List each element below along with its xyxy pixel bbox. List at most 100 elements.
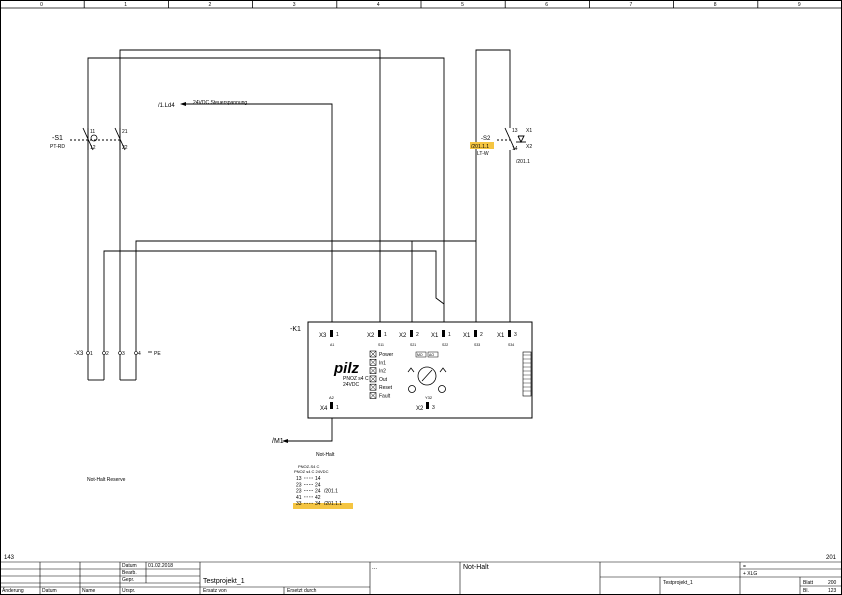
k1-terminal-sub: S34 <box>508 343 514 347</box>
column-number: 3 <box>293 2 296 8</box>
k1-terminal-sub: S11 <box>378 343 384 347</box>
led-label: Reset <box>379 385 393 391</box>
k1-terminal-x-label: X1 <box>431 333 439 339</box>
contact-left-number: 33 <box>296 501 302 507</box>
led-icon <box>369 350 377 358</box>
arrow-right-icon <box>282 439 288 443</box>
led-icon <box>369 392 377 399</box>
s2-tag: -S2 <box>481 136 491 142</box>
terminal-icon <box>442 330 445 337</box>
x3-terminal-number: 2 <box>106 351 109 357</box>
terminal-icon <box>118 351 122 355</box>
k1-model: PNOZ s4 C <box>343 376 369 382</box>
tb-ersatz-von: Ersatz von <box>203 588 227 594</box>
column-number: 9 <box>798 2 801 8</box>
tb-datum2-label: Datum <box>42 588 57 594</box>
supply-ref-text: 24VDC Steuerspannung <box>193 100 247 106</box>
pilz-logo: pilz <box>333 360 359 377</box>
tb-page-title: Not-Halt <box>463 564 489 571</box>
k1-terminal-pin: 2 <box>480 332 483 338</box>
led-cross <box>369 367 377 374</box>
k1-terminal-x-label: X2 <box>367 333 375 339</box>
contact-ref: /201.1.1 <box>324 501 342 507</box>
tb-name-label: Name <box>82 588 96 594</box>
k1-y32-sub: Y32 <box>425 395 433 400</box>
contacts-header-2: PNOZ s4 C 24VDC <box>294 469 329 474</box>
contact-right-number: 24 <box>315 489 321 495</box>
tb-dots: ... <box>372 565 377 571</box>
contacts-header-1: PNOZ-S4 C <box>298 464 319 469</box>
lamp-ref: /201.1 <box>516 159 530 165</box>
tb-gepr-label: Gepr. <box>122 577 134 583</box>
column-number: 4 <box>377 2 380 8</box>
x3-terminal-number: 4 <box>138 351 141 357</box>
contact-right-number: 14 <box>315 476 321 482</box>
column-number: 1 <box>124 2 127 8</box>
s1-terminal-11: 11 <box>90 129 95 135</box>
k1-terminal-x-label: X3 <box>319 333 327 339</box>
s1-terminal-12: 12 <box>90 145 96 151</box>
contact-left-number: 13 <box>296 476 302 482</box>
tb-aenderung-label: Änderung <box>2 587 24 594</box>
s1-subtitle: PT-RD <box>50 144 65 150</box>
emergency-stop-icon <box>90 134 98 142</box>
dial-label-mo: MO <box>417 353 423 357</box>
led-label: In2 <box>379 369 386 375</box>
terminal-icon <box>330 330 333 337</box>
tb-bl-value: 123 <box>828 588 837 594</box>
k1-terminal-pin: 1 <box>336 332 339 338</box>
k1-connector-strip <box>522 351 532 397</box>
column-number: 5 <box>461 2 464 8</box>
k1-x4-pin: 1 <box>336 405 339 411</box>
k1-terminal-pin: 3 <box>514 332 517 338</box>
k1-voltage: 24VDC <box>343 382 360 388</box>
k1-tag: -K1 <box>290 326 301 333</box>
k1-x4-label: X4 <box>320 406 328 412</box>
s2-subtitle: LT-W <box>477 151 489 157</box>
k1-bottom-x2-label: X2 <box>416 406 424 412</box>
column-number: 7 <box>630 2 633 8</box>
contact-left-number: 23 <box>296 482 302 488</box>
tb-project2: Testprojekt_1 <box>663 580 693 586</box>
arrow-right-icon <box>180 102 186 106</box>
tb-blatt-value: 200 <box>828 580 837 586</box>
tb-bl-label: Bl. <box>803 588 809 594</box>
terminal-icon <box>426 402 429 409</box>
m1-ref: /M1 <box>272 438 284 445</box>
led-cross <box>369 359 377 366</box>
column-number: 6 <box>545 2 548 8</box>
led-label: Fault <box>379 394 391 400</box>
k1-terminal-sub: A1 <box>330 343 334 347</box>
contact-right-number: 24 <box>315 482 321 488</box>
tb-bearb-label: Bearb. <box>122 570 137 576</box>
wiring <box>70 49 526 442</box>
tb-urspr-label: Urspr. <box>122 588 135 594</box>
tb-blatt-label: Blatt <box>803 580 814 586</box>
k1-terminal-pin: 1 <box>384 332 387 338</box>
k1-terminal-pin: 1 <box>448 332 451 338</box>
led-cross <box>369 384 377 391</box>
tb-datum-value: 01.02.2018 <box>148 563 173 569</box>
x3-pe: PE <box>154 351 161 357</box>
contact-highlight <box>293 503 353 509</box>
terminal-icon <box>474 330 477 337</box>
nothalt-caption: Not-Halt <box>316 452 335 458</box>
led-cross <box>369 350 377 358</box>
led-icon <box>369 358 377 366</box>
column-number: 0 <box>40 2 43 8</box>
title-block-grid <box>0 561 842 595</box>
reserve-caption: Not-Halt Reserve <box>87 477 126 483</box>
k1-terminal-pin: 2 <box>416 332 419 338</box>
s2-ref: /201.1.1 <box>471 144 489 150</box>
tb-eq1: = <box>743 564 746 570</box>
k1-terminal-x-label: X1 <box>497 333 505 339</box>
tb-eq2: + XLG <box>743 571 757 577</box>
led-icon <box>369 367 377 374</box>
lamp-x2: X2 <box>526 144 532 150</box>
led-label: Out <box>379 377 388 383</box>
